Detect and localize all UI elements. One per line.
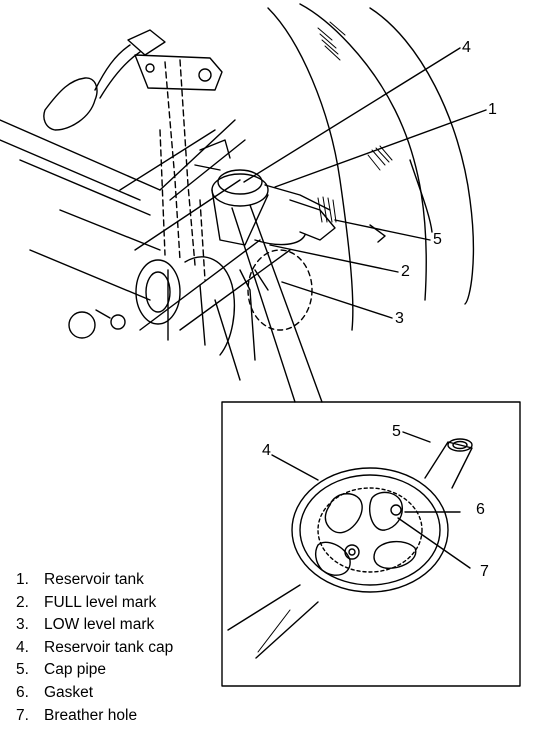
callout-5: 5: [433, 231, 442, 248]
legend-number: 7.: [16, 706, 29, 724]
legend-number: 5.: [16, 661, 29, 679]
legend-item: 3. LOW level mark: [16, 614, 173, 637]
callout-2: 2: [401, 263, 410, 280]
inset-callout-6: 6: [476, 501, 485, 518]
legend-number: 6.: [16, 683, 29, 701]
legend-number: 4.: [16, 638, 29, 656]
legend-label: FULL level mark: [44, 593, 157, 611]
legend-number: 1.: [16, 571, 29, 588]
legend-item: 4. Reservoir tank cap: [16, 637, 173, 660]
legend-item: 2. FULL level mark: [16, 592, 173, 615]
legend-label: Gasket: [44, 683, 94, 701]
legend-item: 7. Breather hole: [16, 705, 173, 728]
legend-number: 2.: [16, 593, 29, 611]
inset-callout-5: 5: [392, 423, 401, 440]
inset-callout-4: 4: [262, 442, 271, 459]
engine-compartment-drawing: [0, 3, 487, 403]
callout-1: 1: [488, 101, 497, 118]
callout-3: 3: [395, 310, 404, 327]
legend-item: 5. Cap pipe: [16, 659, 173, 682]
parts-legend: 1. Reservoir tank 2. FULL level mark 3. LOW…: [16, 569, 173, 727]
legend-item: 1. Reservoir tank: [16, 569, 173, 592]
legend-label: Breather hole: [44, 706, 138, 724]
legend-label: Reservoir tank cap: [44, 638, 174, 656]
legend-label: LOW level mark: [44, 616, 155, 634]
legend-number: 3.: [16, 616, 29, 634]
legend-label: Cap pipe: [44, 661, 107, 679]
callout-4: 4: [462, 39, 471, 56]
legend-label: Reservoir tank: [44, 571, 144, 588]
legend-item: 6. Gasket: [16, 682, 173, 705]
inset-callout-7: 7: [480, 563, 489, 580]
cap-detail-inset: [221, 401, 521, 687]
